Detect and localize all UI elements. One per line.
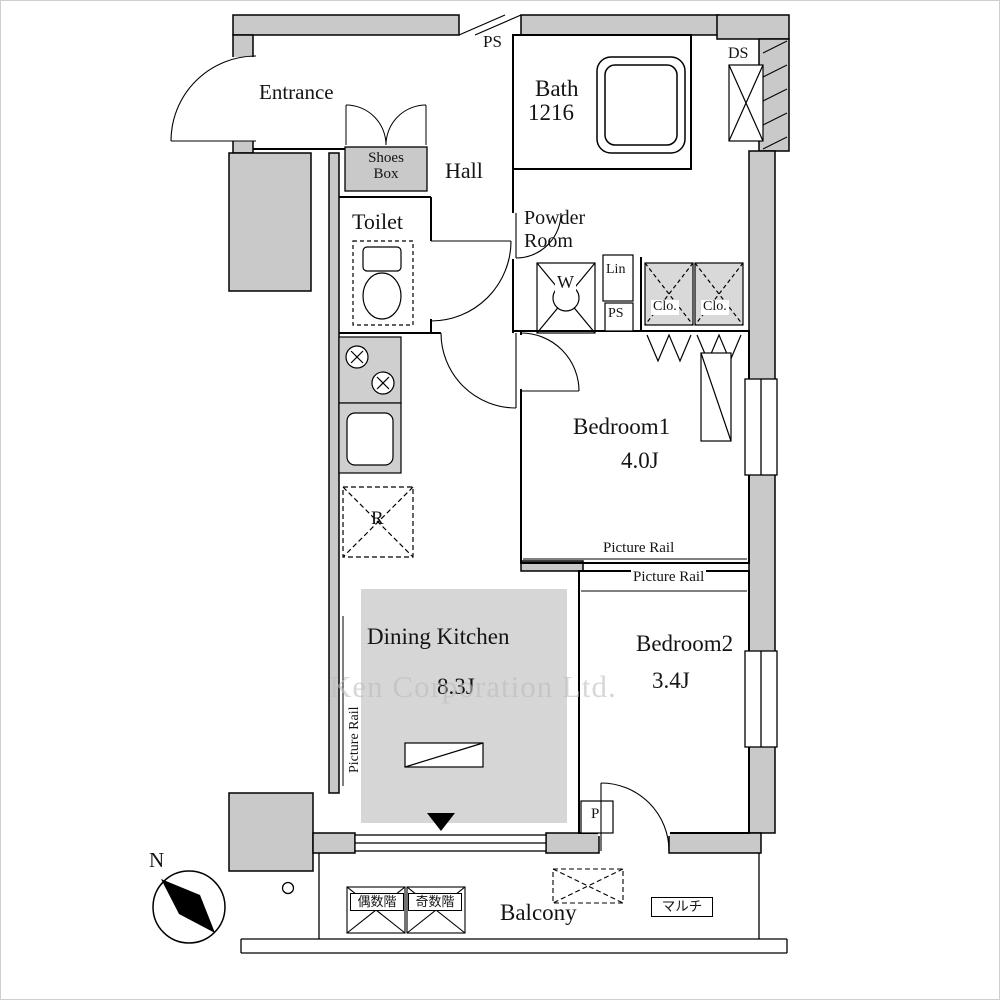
- bathtub: [596, 56, 686, 154]
- bath-size-label: 1216: [528, 100, 574, 125]
- bedroom1-label: Bedroom1: [573, 414, 671, 439]
- closet-bifold-doors: [646, 333, 742, 363]
- bath-label: Bath: [535, 76, 579, 101]
- balcony-lines: [240, 853, 788, 954]
- ds-label: DS: [728, 45, 749, 62]
- door-swings: [170, 55, 670, 852]
- fridge-label: R: [371, 508, 384, 529]
- closets: [644, 262, 744, 326]
- toilet-fixture: [352, 240, 414, 326]
- windows: [354, 378, 778, 852]
- linen-label: Lin: [606, 262, 626, 277]
- entry-marker: [427, 813, 455, 831]
- ps-shaft-lines: [458, 14, 522, 36]
- compass-icon: [152, 870, 226, 944]
- compass-north-label: N: [149, 848, 165, 872]
- powder-room-label-line1: Powder: [524, 207, 586, 229]
- shoes-box-label-line1: Shoes: [368, 150, 404, 166]
- powder-room-label: Powder Room: [524, 207, 585, 253]
- closet2-label: Clo.: [701, 299, 729, 315]
- bedroom2-label: Bedroom2: [636, 631, 734, 656]
- dining-kitchen-label: Dining Kitchen: [367, 624, 510, 649]
- picture-rail-bedroom1-label: Picture Rail: [601, 540, 677, 557]
- entrance-label: Entrance: [259, 80, 334, 104]
- linen-box: [602, 254, 634, 302]
- shoes-box-doors: [345, 104, 427, 146]
- watermark: Ken Corporation Ltd.: [329, 669, 617, 704]
- fridge-space: [342, 486, 414, 558]
- kitchen-counter: [338, 336, 402, 474]
- hall-label: Hall: [445, 158, 483, 183]
- bedroom1-size-label: 4.0J: [621, 448, 659, 473]
- dk-counter: [404, 742, 484, 768]
- odd-floor-label: 奇数階: [408, 893, 462, 911]
- closet1-label: Clo.: [651, 299, 679, 315]
- ps-mid-label: PS: [608, 306, 624, 321]
- shoes-box: [344, 146, 428, 192]
- pipe-space: [580, 800, 614, 834]
- vent-hatch: [762, 40, 788, 150]
- dk-floor: [361, 589, 567, 823]
- picture-rail-bedroom2-label: Picture Rail: [631, 569, 707, 586]
- bedroom1-cabinet: [700, 352, 732, 442]
- ps-box: [604, 302, 634, 332]
- ps-top-label: PS: [481, 32, 504, 51]
- washer-label: W: [555, 272, 576, 292]
- dining-kitchen-size-label: 8.3J: [437, 674, 475, 699]
- bedroom2-size-label: 3.4J: [652, 668, 690, 693]
- toilet-label: Toilet: [352, 209, 404, 234]
- ds-shaft: [728, 64, 764, 142]
- balcony-label: Balcony: [500, 900, 577, 925]
- shoes-box-label-line2: Box: [373, 165, 399, 182]
- shoes-box-label: Shoes Box: [346, 150, 426, 183]
- powder-room-label-line2: Room: [524, 230, 573, 252]
- entrance-opening: [231, 57, 256, 141]
- picture-rail-lines: [342, 558, 747, 786]
- even-floor-label: 偶数階: [350, 893, 404, 911]
- multi-label: マルチ: [651, 897, 713, 918]
- pipe-label: P: [591, 806, 600, 822]
- picture-rail-dk-label: Picture Rail: [347, 706, 362, 774]
- bedroom2-door-opening: [598, 830, 670, 836]
- bedroom1-door-opening: [518, 335, 524, 389]
